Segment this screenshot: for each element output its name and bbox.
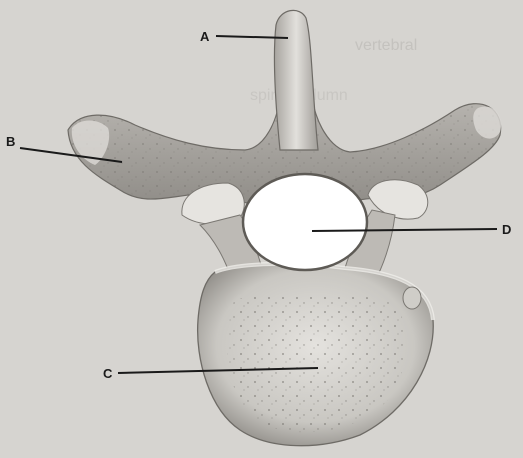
spinous-process	[274, 10, 318, 150]
vertebral-foramen	[243, 174, 367, 270]
label-b: B	[6, 134, 15, 149]
label-c: C	[103, 366, 113, 381]
label-a: A	[200, 29, 210, 44]
label-d: D	[502, 222, 511, 237]
background-text-1: vertebral	[355, 37, 417, 54]
mammillary-nodule	[403, 287, 421, 309]
